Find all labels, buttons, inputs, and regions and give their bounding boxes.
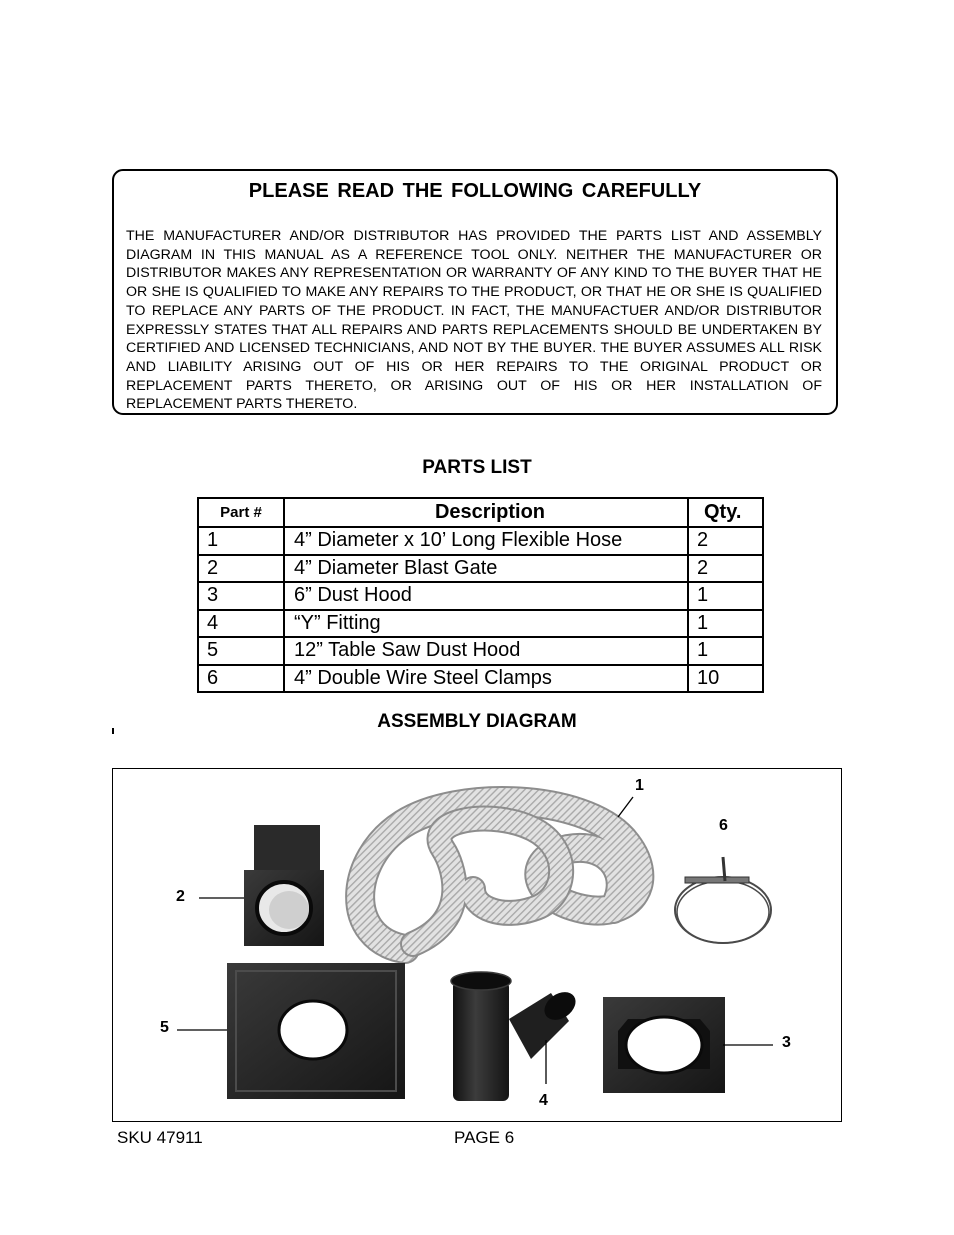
table-row: 4 “Y” Fitting 1 bbox=[197, 608, 764, 638]
assembly-diagram-title: ASSEMBLY DIAGRAM bbox=[377, 711, 577, 732]
callout-2: 2 bbox=[176, 888, 185, 905]
part-number: 6 bbox=[197, 663, 285, 693]
part-number: 5 bbox=[197, 636, 285, 666]
table-row: 6 4” Double Wire Steel Clamps 10 bbox=[197, 663, 764, 693]
part-qty: 1 bbox=[687, 636, 764, 666]
callout-leaders bbox=[177, 796, 773, 1084]
part-description: 6” Dust Hood bbox=[283, 581, 689, 611]
part-number: 2 bbox=[197, 553, 285, 583]
parts-table: Part # Description Qty. 1 4” Diameter x … bbox=[197, 497, 764, 693]
part-number: 3 bbox=[197, 581, 285, 611]
part-description: 4” Diameter x 10’ Long Flexible Hose bbox=[283, 526, 689, 556]
notice-body: THE MANUFACTURER AND/OR DISTRIBUTOR HAS … bbox=[126, 228, 822, 413]
callout-5: 5 bbox=[160, 1019, 169, 1036]
callout-4: 4 bbox=[539, 1092, 548, 1109]
notice-box: PLEASE READ THE FOLLOWING CAREFULLY THE … bbox=[112, 169, 838, 415]
part-qty: 10 bbox=[687, 663, 764, 693]
header-description: Description bbox=[283, 497, 689, 528]
header-qty: Qty. bbox=[687, 497, 764, 528]
part-description: 4” Double Wire Steel Clamps bbox=[283, 663, 689, 693]
part-description: 12” Table Saw Dust Hood bbox=[283, 636, 689, 666]
footer-sku: SKU 47911 bbox=[117, 1128, 203, 1147]
table-saw-hood-part bbox=[227, 963, 405, 1099]
part-qty: 2 bbox=[687, 553, 764, 583]
part-qty: 2 bbox=[687, 526, 764, 556]
blast-gate-part bbox=[244, 825, 324, 946]
assembly-illustration bbox=[177, 786, 773, 1101]
part-number: 4 bbox=[197, 608, 285, 638]
notice-title: PLEASE READ THE FOLLOWING CAREFULLY bbox=[248, 180, 702, 202]
part-qty: 1 bbox=[687, 608, 764, 638]
part-qty: 1 bbox=[687, 581, 764, 611]
parts-table-header: Part # Description Qty. bbox=[197, 497, 764, 528]
footer-page-number: PAGE 6 bbox=[454, 1128, 515, 1147]
wire-clamp-part bbox=[674, 856, 772, 944]
table-row: 3 6” Dust Hood 1 bbox=[197, 581, 764, 611]
header-part: Part # bbox=[197, 497, 285, 528]
part-description: 4” Diameter Blast Gate bbox=[283, 553, 689, 583]
flexible-hose-part bbox=[345, 786, 655, 964]
part-number: 1 bbox=[197, 526, 285, 556]
table-row: 1 4” Diameter x 10’ Long Flexible Hose 2 bbox=[197, 526, 764, 556]
table-row: 2 4” Diameter Blast Gate 2 bbox=[197, 553, 764, 583]
parts-list-title: PARTS LIST bbox=[422, 457, 532, 478]
callout-6: 6 bbox=[719, 817, 728, 834]
part-description: “Y” Fitting bbox=[283, 608, 689, 638]
callout-3: 3 bbox=[782, 1034, 791, 1051]
assembly-diagram: 1 6 2 5 3 4 bbox=[112, 768, 842, 1122]
table-row: 5 12” Table Saw Dust Hood 1 bbox=[197, 636, 764, 666]
margin-tick bbox=[112, 728, 114, 734]
y-fitting-part bbox=[450, 971, 576, 1101]
dust-hood-part bbox=[603, 997, 725, 1093]
callout-1: 1 bbox=[635, 777, 644, 794]
